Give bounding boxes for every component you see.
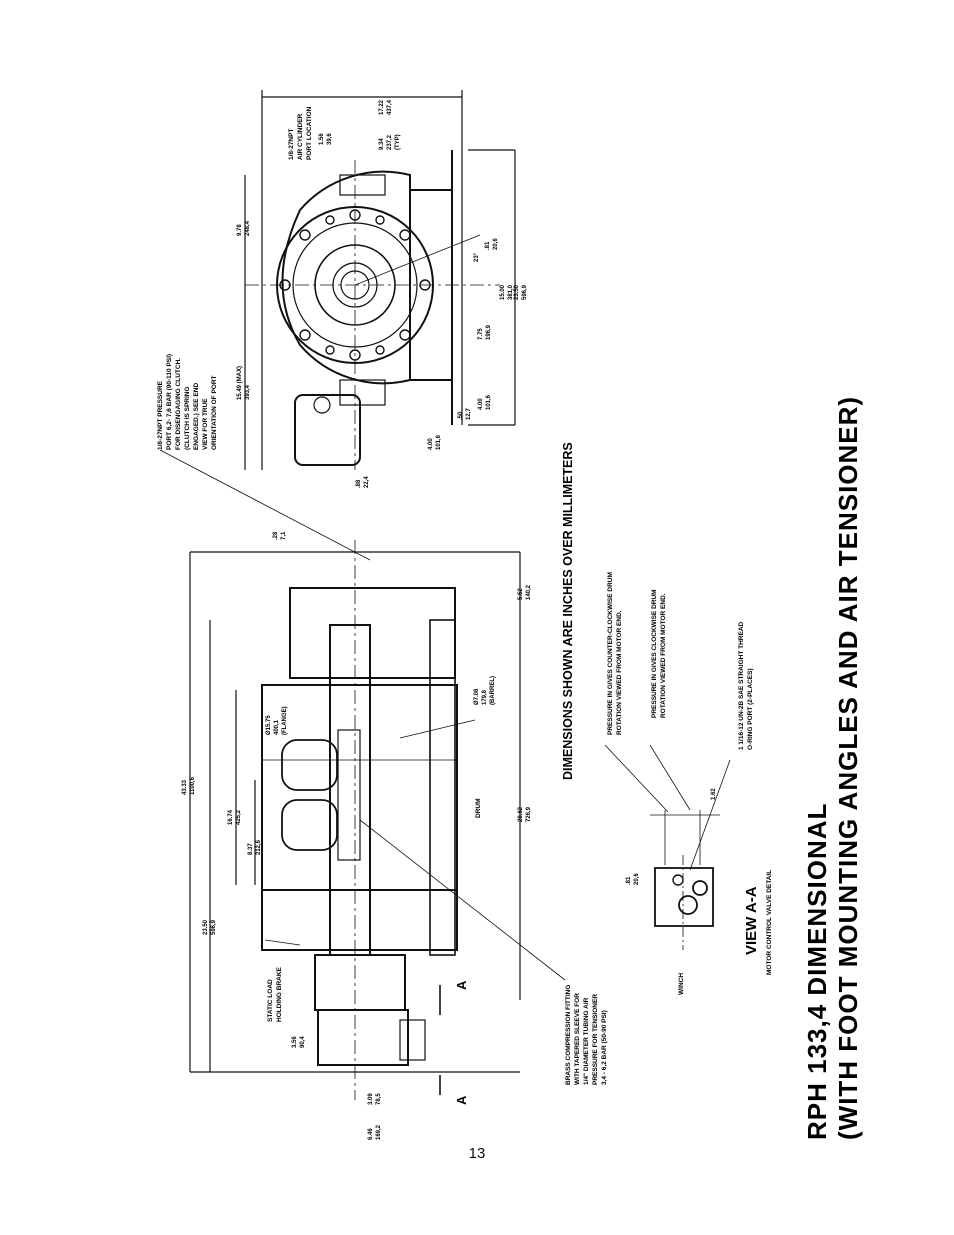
brass-fitting-note: BRASS COMPRESSION FITTING WITH TAPERED S… [565,985,608,1085]
air-cyl-line-3: PORT LOCATION [306,106,313,160]
side-view-dimensions: 43.33 1100,6 23.50 596,9 16.74 425,2 8.3… [182,531,532,1140]
cw-note-line-1: PRESSURE IN GIVES CLOCKWISE DRUM [651,589,658,718]
dim-356-mm: 90,4 [300,1036,306,1048]
oring-note-line-1: 1 1/16-12 UN-2B SAE STRAIGHT THREAD [738,621,745,750]
air-cyl-line-1: 1/8-27NPT [288,129,295,160]
cw-note-line-2: ROTATION VIEWED FROM MOTOR END. [660,593,667,718]
dim-156-mm: 39,6 [327,133,333,145]
dim-50-in: .50 [458,411,464,420]
title-line-2: (WITH FOOT MOUNTING ANGLES AND AIR TENSI… [833,396,863,1140]
brake-label-2: HOLDING BRAKE [276,966,283,1022]
dim-8-mm: 212,6 [256,839,262,855]
end-view [244,90,516,470]
dim-88-mm: 22,4 [364,476,370,488]
dim-400a-in: 4.00 [478,398,484,410]
dim-23a-in: 23.50 [203,919,209,935]
dim-angle: 23° [474,252,480,262]
dim-1549-mm: 393,4 [245,384,251,400]
drum-label: DRUM [475,799,482,819]
oring-note-line-2: O-RING PORT (2-PLACES) [747,668,754,750]
dim-646-in: 6.46 [368,1128,374,1140]
dim-552-mm: 140,2 [526,584,532,600]
dim-43-mm: 1100,6 [190,776,196,795]
dim-552-in: 5.52 [518,588,524,600]
flange-label-2: 400,1 [274,719,280,735]
dim-2350b-in: 23.50 [514,284,520,300]
dim-400b-in: 4.00 [428,438,434,450]
clutch-note-line-5: ENGAGED.) SEE END [193,383,200,450]
dim-934-in: 9.34 [379,138,385,150]
view-aa-dim-2b: 20,6 [634,873,640,885]
air-cyl-line-2: AIR CYLINDER [297,113,304,160]
ccw-note-line-2: ROTATION VIEWED FROM MOTOR END. [616,610,623,735]
flange-label-3: (FLANGE) [282,706,288,735]
dim-1722-in: 17.22 [379,99,385,115]
dim-400b-mm: 101,6 [436,434,442,450]
flange-label-1: Ø15.75 [266,715,272,735]
dim-646-mm: 169,2 [376,1124,382,1140]
dim-1500-in: 15.00 [500,284,506,300]
clutch-note-line-1: 1/8-27NPT PRESSURE [157,380,164,450]
view-aa-title: VIEW A-A [743,886,760,955]
ccw-note-line-1: PRESSURE IN GIVES COUNTER-CLOCKWISE DRUM [607,572,614,735]
dim-978-mm: 248,4 [245,220,251,236]
dim-156-in: 1.56 [319,133,325,145]
dim-50-mm: 12,7 [466,408,472,420]
dim-28-mm: 7,1 [281,531,287,540]
dim-978-in: 9.78 [237,224,243,236]
dim-28-in: .28 [273,531,279,540]
view-aa-winch-label: WINCH [678,973,685,995]
side-view [159,449,566,1100]
brass-line-1: BRASS COMPRESSION FITTING [565,985,572,1085]
section-arrow-a-bottom: A [454,1095,469,1105]
dim-934-mm: 237,2 [387,134,393,150]
brass-line-3: 1/4" DIAMETER TUBING AIR [583,997,590,1085]
dim-775-mm: 196,9 [486,324,492,340]
clutch-note-line-4: (CLUTCH IS SPRING [184,386,191,450]
dim-775-in: 7.75 [478,328,484,340]
brass-line-2: WITH TAPERED SLEEVE FOR [574,993,581,1085]
view-aa-subtitle: MOTOR CONTROL VALVE DETAIL [766,870,773,975]
barrel-label-3: (BARREL) [490,676,496,705]
end-view-dimensions: 17.22 437,4 9.34 237,2 (TYP) 1.56 39,6 9… [237,99,528,488]
dim-23a-mm: 596,9 [211,919,217,935]
dim-88-in: .88 [356,479,362,488]
clutch-port-note: 1/8-27NPT PRESSURE PORT 6,2- 7,6 BAR (90… [157,354,218,450]
dim-1500-mm: 381,0 [508,284,514,300]
view-aa-dim-1: 1.62 [711,788,717,800]
dim-16-mm: 425,2 [236,809,242,825]
title-line-1: RPH 133,4 DIMENSIONAL [802,803,832,1140]
dim-2862-mm: 726,9 [526,806,532,822]
dim-356-in: 3.56 [292,1036,298,1048]
dim-309-in: 3.09 [368,1093,374,1105]
dim-309-mm: 78,5 [376,1093,382,1105]
dim-400a-mm: 101,6 [486,394,492,410]
brass-line-4: PRESSURE FOR TENSIONER [592,994,599,1085]
barrel-label-1: Ø7.08 [474,688,480,705]
dim-81-in: .81 [485,241,491,250]
clutch-note-line-6: VIEW FOR TRUE [202,398,209,450]
dim-8-in: 8.37 [248,843,254,855]
clutch-note-line-3: FOR DISENGAGING CLUTCH. [175,358,182,450]
air-cylinder-note: 1/8-27NPT AIR CYLINDER PORT LOCATION [288,106,313,160]
brass-line-5: 3,4 - 6,2 BAR (50-90 PSI) [601,1010,608,1085]
dim-2862-in: 28.62 [518,806,524,822]
dim-43-in: 43.33 [182,779,188,795]
clutch-note-line-7: ORIENTATION OF PORT [211,375,218,450]
brake-label-1: STATIC LOAD [267,979,274,1022]
dim-1722-mm: 437,4 [387,99,393,115]
units-note: DIMENSIONS SHOWN ARE INCHES OVER MILLIME… [561,442,575,780]
dim-16-in: 16.74 [228,809,234,825]
view-aa-detail [604,744,731,950]
dim-934-note: (TYP) [395,134,401,150]
section-arrow-a-top: A [454,980,469,990]
dim-2350b-mm: 596,9 [522,284,528,300]
view-aa-dim-2a: .81 [626,876,632,885]
dim-1549-in: 15.49 (MAX) [237,366,243,400]
dim-81-mm: 20,6 [493,238,499,250]
page-number: 13 [468,1145,486,1162]
barrel-label-2: 179,8 [482,689,488,705]
clutch-note-line-2: PORT 6,2- 7,6 BAR (90-110 PSI) [166,354,173,450]
